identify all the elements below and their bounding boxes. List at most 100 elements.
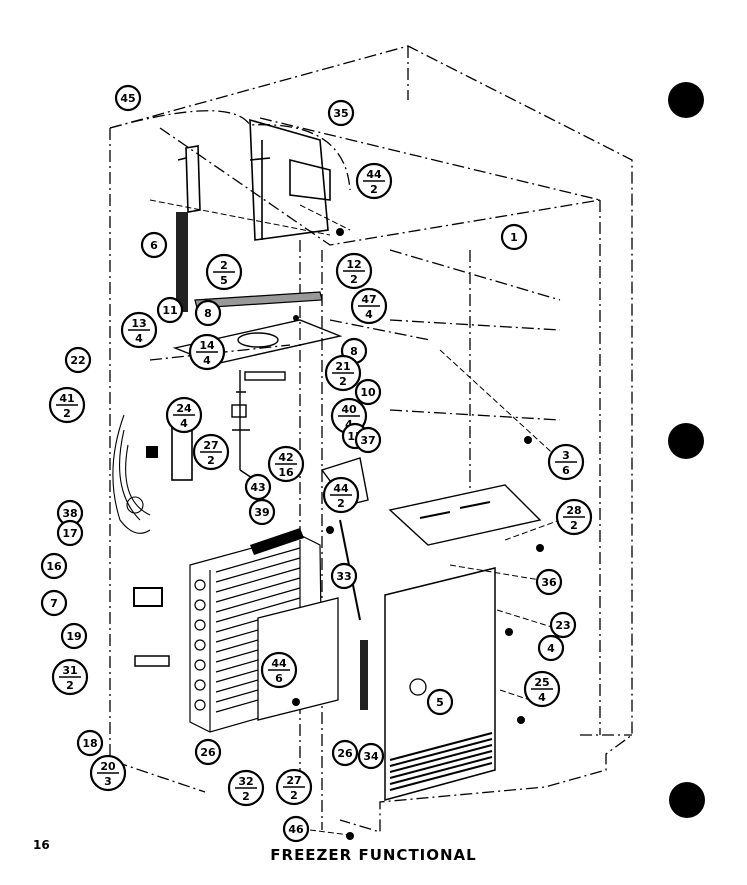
- callout-19: 19: [60, 622, 88, 650]
- callout-41-2: 412: [48, 386, 86, 424]
- callout-21-2: 212: [324, 354, 362, 392]
- callout-quantity: 4: [135, 332, 143, 345]
- callout-part-number: 21: [335, 360, 350, 373]
- defrost-heater: [250, 528, 304, 555]
- callout-25-4: 254: [523, 670, 561, 708]
- callout-27-2: 272: [275, 768, 313, 806]
- callout-47-4: 474: [350, 287, 388, 325]
- callout-11: 11: [156, 296, 184, 324]
- callout-part-number: 11: [162, 304, 177, 317]
- callout-quantity: 4: [203, 354, 211, 367]
- callout-1: 1: [500, 223, 528, 251]
- callout-part-number: 23: [555, 619, 570, 632]
- callout-27-2: 272: [192, 433, 230, 471]
- callout-part-number: 40: [341, 403, 357, 416]
- callout-14-4: 144: [188, 333, 226, 371]
- callout-part-number: 44: [366, 168, 382, 181]
- callout-circle: [537, 634, 565, 662]
- callout-circle: [194, 299, 222, 327]
- callout-quantity: 2: [207, 454, 215, 467]
- callout-16: 16: [40, 552, 68, 580]
- callout-32-2: 322: [227, 769, 265, 807]
- callout-4: 4: [537, 634, 565, 662]
- callout-44-6: 446: [260, 651, 298, 689]
- callout-quantity: 3: [104, 775, 112, 788]
- callout-23: 23: [549, 611, 577, 639]
- callout-12-2: 122: [335, 252, 373, 290]
- callout-7: 7: [40, 589, 68, 617]
- callout-part-number: 4: [547, 642, 555, 655]
- callout-circle: [156, 296, 184, 324]
- callout-circle: [282, 815, 310, 843]
- page-number: 16: [33, 838, 50, 852]
- callout-part-number: 45: [120, 92, 135, 105]
- callout-part-number: 24: [176, 402, 192, 415]
- callout-43: 43: [244, 473, 272, 501]
- fan-housing: [249, 118, 331, 241]
- callout-quantity: 2: [570, 519, 578, 532]
- callout-part-number: 3: [562, 449, 570, 462]
- callout-part-number: 47: [361, 293, 376, 306]
- callout-3-6: 36: [547, 443, 585, 481]
- callout-part-number: 42: [278, 451, 293, 464]
- screw-heads: [292, 228, 544, 840]
- callout-part-number: 38: [62, 507, 77, 520]
- callout-circle: [426, 688, 454, 716]
- wiring-harness: [112, 414, 151, 534]
- callout-35: 35: [327, 99, 355, 127]
- callout-quantity: 2: [242, 790, 250, 803]
- callout-part-number: 27: [203, 439, 218, 452]
- callout-circle: [76, 729, 104, 757]
- callout-circle: [56, 519, 84, 547]
- vertical-strip: [360, 640, 368, 710]
- callout-part-number: 20: [100, 760, 116, 773]
- drain-trough: [194, 291, 323, 309]
- callout-37: 37: [354, 426, 382, 454]
- callout-33: 33: [330, 562, 358, 590]
- callout-part-number: 10: [360, 386, 376, 399]
- callout-24-4: 244: [165, 396, 203, 434]
- callout-circle: [331, 739, 359, 767]
- callout-part-number: 22: [70, 354, 85, 367]
- callout-circle: [40, 552, 68, 580]
- callout-circle: [248, 498, 276, 526]
- callout-part-number: 36: [541, 576, 557, 589]
- callout-part-number: 43: [250, 481, 265, 494]
- callout-circle: [549, 611, 577, 639]
- callout-2-5: 25: [205, 253, 243, 291]
- callout-31-2: 312: [51, 658, 89, 696]
- callout-17: 17: [56, 519, 84, 547]
- callout-quantity: 2: [339, 375, 347, 388]
- binder-dot-bottom: [669, 782, 705, 818]
- callout-quantity: 2: [337, 497, 345, 510]
- callout-part-number: 34: [363, 750, 379, 763]
- callout-part-number: 7: [50, 597, 58, 610]
- callout-part-number: 41: [59, 392, 74, 405]
- callout-part-number: 16: [46, 560, 62, 573]
- callout-part-number: 39: [254, 506, 269, 519]
- callout-46: 46: [282, 815, 310, 843]
- callout-circle: [327, 99, 355, 127]
- callout-quantity: 5: [220, 274, 228, 287]
- callout-part-number: 1: [510, 231, 518, 244]
- callout-circle: [244, 473, 272, 501]
- callout-circle: [354, 378, 382, 406]
- callout-22: 22: [64, 346, 92, 374]
- callout-part-number: 18: [82, 737, 97, 750]
- callout-part-number: 28: [566, 504, 581, 517]
- callout-quantity: 2: [350, 273, 358, 286]
- callout-part-number: 14: [199, 339, 215, 352]
- callout-circle: [535, 568, 563, 596]
- callout-circle: [194, 738, 222, 766]
- callout-quantity: 2: [290, 789, 298, 802]
- callout-circle: [64, 346, 92, 374]
- callout-circle: [330, 562, 358, 590]
- callout-part-number: 13: [131, 317, 146, 330]
- binder-dot-top: [668, 82, 704, 118]
- callout-39: 39: [248, 498, 276, 526]
- callout-part-number: 37: [360, 434, 375, 447]
- callout-10: 10: [354, 378, 382, 406]
- callout-26: 26: [194, 738, 222, 766]
